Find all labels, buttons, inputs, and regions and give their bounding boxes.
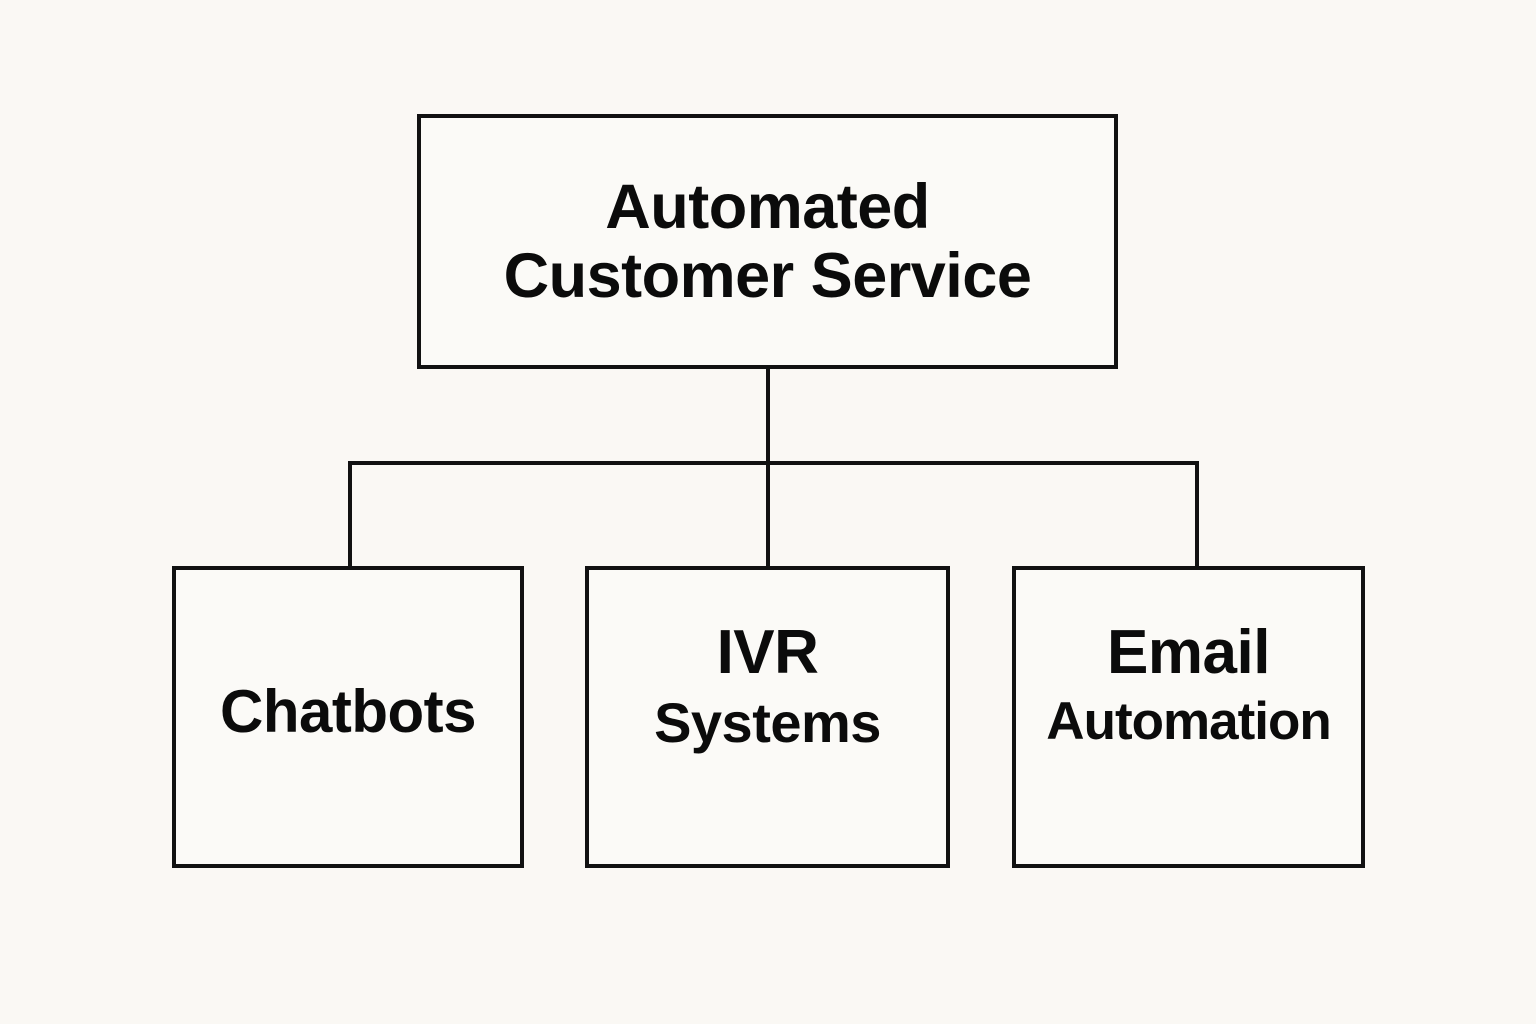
- node-ivr-systems[interactable]: IVR Systems: [585, 566, 950, 868]
- connector-drop-ivr-systems: [766, 461, 770, 568]
- node-email-automation-label-line-2: Automation: [1046, 691, 1331, 751]
- node-chatbots[interactable]: Chatbots: [172, 566, 524, 868]
- node-email-automation-label-line-1: Email: [1107, 618, 1270, 687]
- node-automated-customer-service[interactable]: Automated Customer Service: [417, 114, 1118, 369]
- connector-drop-email-automation: [1195, 461, 1199, 568]
- node-ivr-systems-label-line-1: IVR: [716, 618, 819, 687]
- node-root-label-line-1: Automated: [605, 172, 930, 243]
- node-ivr-systems-label-line-2: Systems: [654, 690, 881, 754]
- node-chatbots-label-line-1: Chatbots: [220, 678, 476, 745]
- node-email-automation[interactable]: Email Automation: [1012, 566, 1365, 868]
- connector-horizontal-bus: [348, 461, 1199, 465]
- connector-drop-chatbots: [348, 461, 352, 568]
- node-root-label-line-2: Customer Service: [503, 240, 1032, 311]
- connector-root-stem: [766, 368, 770, 465]
